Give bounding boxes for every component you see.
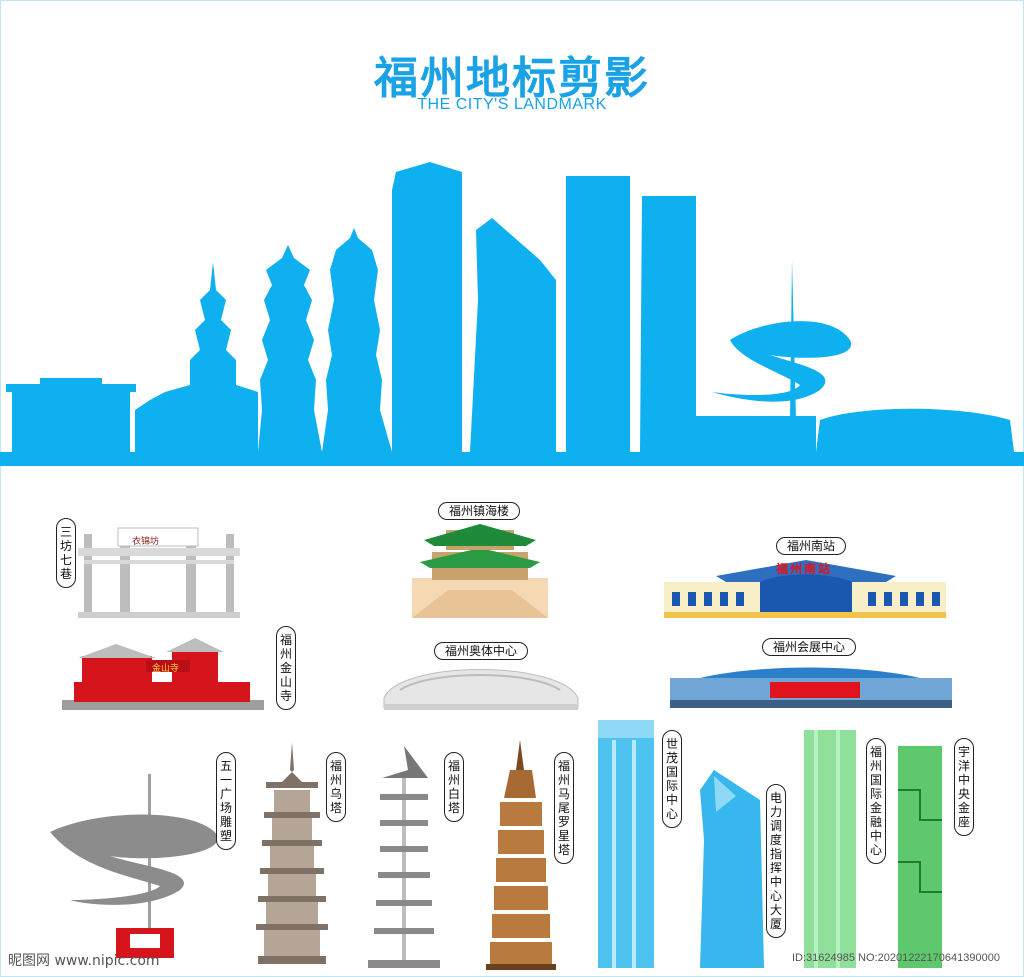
temple-sign-text: 金山寺 bbox=[152, 664, 180, 674]
wuyi-sculpture-illustration bbox=[50, 774, 219, 958]
gate-illustration bbox=[78, 527, 240, 618]
label-sports-center: 福州奥体中心 bbox=[434, 642, 529, 660]
label-power-dispatch-tower: 电力调度指挥中心大厦 bbox=[766, 784, 786, 938]
label-wuyi-sculpture: 五一广场雕塑 bbox=[216, 752, 236, 850]
yuyang-tower-illustration bbox=[898, 746, 942, 968]
skyline-pagoda-3 bbox=[322, 228, 392, 452]
skyline-sculpture bbox=[712, 260, 852, 420]
label-zhenhai-tower: 福州镇海楼 bbox=[438, 502, 521, 520]
skyline-pagoda-2 bbox=[258, 245, 322, 452]
shimao-center-illustration bbox=[598, 720, 654, 968]
label-wu-pagoda: 福州乌塔 bbox=[326, 752, 346, 822]
white-pagoda-illustration bbox=[368, 746, 440, 968]
label-shimao-center: 世茂国际中心 bbox=[662, 730, 682, 828]
watermark-site: 昵图网 www.nipic.com bbox=[8, 953, 160, 969]
power-dispatch-tower-illustration bbox=[700, 770, 764, 968]
skyline-tower-square bbox=[566, 176, 630, 452]
exhibition-center-illustration bbox=[670, 667, 952, 708]
skyline-tower-curved bbox=[470, 218, 556, 452]
label-south-station: 福州南站 bbox=[776, 537, 847, 555]
skyline-tower-flat bbox=[640, 196, 696, 452]
south-station-illustration bbox=[664, 560, 946, 618]
label-yuyang-tower: 宇洋中央金座 bbox=[954, 738, 974, 836]
zhenhai-tower-illustration bbox=[412, 524, 548, 618]
skyline-stadium bbox=[816, 408, 1014, 452]
label-white-pagoda: 福州白塔 bbox=[444, 752, 464, 822]
gate-sign-text: 衣锦坊 bbox=[132, 537, 160, 547]
station-sign-text: 福州南站 bbox=[776, 562, 833, 576]
jinshan-temple-illustration bbox=[62, 638, 264, 710]
label-sanfang-qixiang: 三坊七巷 bbox=[56, 518, 76, 588]
ifc-tower-illustration bbox=[804, 730, 856, 968]
label-ifc-tower: 福州国际金融中心 bbox=[866, 738, 886, 864]
wu-pagoda-illustration bbox=[256, 742, 328, 964]
label-jinshan-temple: 福州金山寺 bbox=[276, 626, 296, 710]
skyline-ground bbox=[0, 452, 1024, 466]
label-exhibition-center: 福州会展中心 bbox=[762, 638, 857, 656]
skyline-gate bbox=[12, 388, 130, 452]
skyline-silhouette bbox=[0, 162, 1024, 466]
luoxing-pagoda-illustration bbox=[486, 740, 556, 970]
skyline-pagoda-1 bbox=[135, 262, 258, 452]
page-title: 福州地标剪影 bbox=[374, 53, 650, 104]
sports-center-illustration bbox=[383, 669, 579, 710]
skyline-tower-shimao bbox=[392, 162, 462, 452]
page-subtitle: THE CITY'S LANDMARK bbox=[417, 96, 607, 113]
label-luoxing-pagoda: 福州马尾罗星塔 bbox=[554, 752, 574, 864]
watermark-id: ID:31624985 NO:20201222170641390000 bbox=[792, 952, 1000, 964]
